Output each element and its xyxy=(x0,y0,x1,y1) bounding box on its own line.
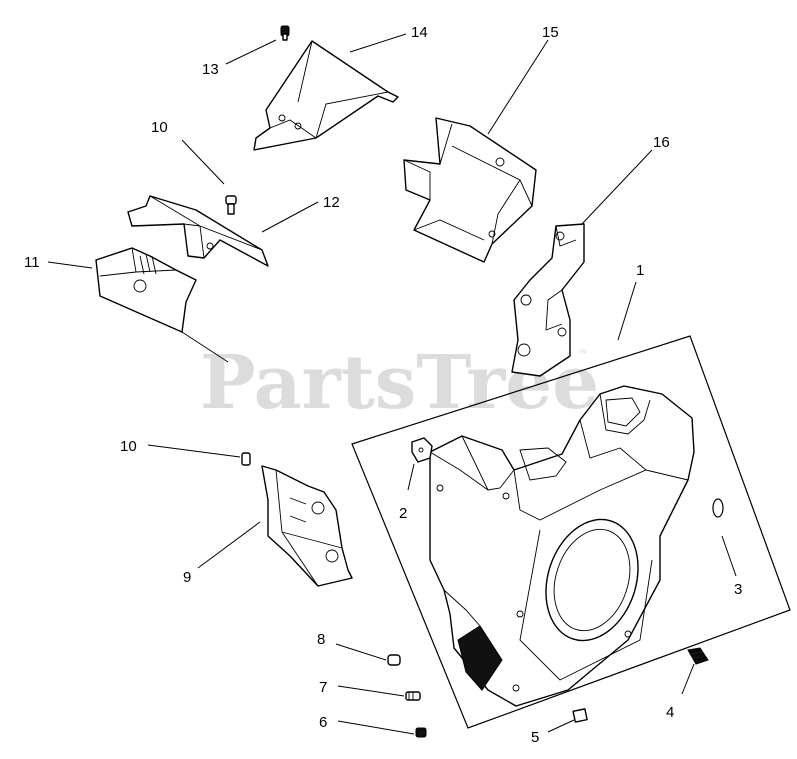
leader-14 xyxy=(349,33,407,53)
leader-9 xyxy=(197,521,261,569)
leader-5 xyxy=(547,719,575,733)
part-9-bracket xyxy=(261,465,353,587)
callout-1: 1 xyxy=(636,262,644,279)
part-11-shroud xyxy=(95,247,229,363)
leader-13 xyxy=(225,39,277,65)
blower-housing-group-outline xyxy=(351,335,791,729)
part-14-shroud xyxy=(253,40,399,151)
part-10-screw-upper xyxy=(225,195,237,215)
part-16-bracket xyxy=(511,223,585,377)
callout-7: 7 xyxy=(319,679,327,696)
part-10-screw-lower xyxy=(241,452,251,466)
callout-2: 2 xyxy=(399,505,407,522)
callout-8: 8 xyxy=(317,631,325,648)
callout-3: 3 xyxy=(734,581,742,598)
leader-3 xyxy=(721,535,737,577)
leader-10-lower xyxy=(147,444,241,458)
leader-10-upper xyxy=(181,139,225,185)
callout-9: 9 xyxy=(183,569,191,586)
callout-6: 6 xyxy=(319,714,327,731)
callout-16: 16 xyxy=(653,134,670,151)
part-7-screw xyxy=(405,691,421,701)
leader-7 xyxy=(337,685,405,697)
leader-12 xyxy=(261,201,319,233)
part-1-blower-housing xyxy=(429,385,695,707)
callout-5: 5 xyxy=(531,729,539,746)
callout-12: 12 xyxy=(323,194,340,211)
part-5-nut xyxy=(572,708,588,723)
part-2-clip xyxy=(411,437,433,463)
watermark-trademark: ™ xyxy=(578,348,587,358)
part-13-screw xyxy=(280,25,290,41)
part-15-baffle xyxy=(403,117,537,263)
callout-10-upper: 10 xyxy=(151,119,168,136)
part-4-spring xyxy=(687,647,709,665)
callout-11: 11 xyxy=(24,254,40,271)
part-6-screw xyxy=(415,727,427,738)
leader-4 xyxy=(681,663,695,695)
leader-8 xyxy=(335,643,387,661)
leader-2 xyxy=(407,463,415,491)
leader-15 xyxy=(487,39,549,135)
callout-15: 15 xyxy=(542,24,559,41)
callout-10-lower: 10 xyxy=(120,438,137,455)
leader-11 xyxy=(47,261,93,269)
part-3-ring xyxy=(712,498,724,518)
part-12-bracket xyxy=(127,195,269,267)
leader-1 xyxy=(617,281,637,341)
leader-16 xyxy=(581,149,653,225)
part-8-nut xyxy=(387,654,401,666)
callout-14: 14 xyxy=(411,24,428,41)
callout-13: 13 xyxy=(202,61,219,78)
callout-4: 4 xyxy=(666,704,674,721)
leader-6 xyxy=(337,720,415,735)
